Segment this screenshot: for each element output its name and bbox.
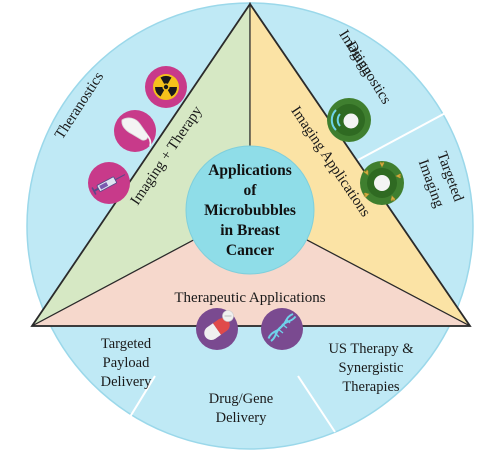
- imaging-microbubble-icon: [327, 98, 371, 142]
- divider-drug-us: [297, 375, 336, 433]
- center-title-line-3: Microbubbles: [204, 202, 296, 219]
- us-therapy-label-2: Synergistic: [339, 360, 404, 376]
- main-triangle-outline: [30, 2, 472, 327]
- center-title-line-4: in Breast: [220, 222, 280, 239]
- center-title-line-5: Cancer: [226, 242, 274, 259]
- drug-gene-label-2: Delivery: [216, 410, 267, 426]
- dna-icon: [261, 308, 303, 350]
- targeted-microbubble-icon: [360, 161, 404, 205]
- therapeutic-applications-label: Therapeutic Applications: [174, 290, 325, 306]
- divider-payload-drug: [121, 375, 156, 431]
- radiation-icon: [145, 66, 187, 108]
- center-title-line-2: of: [244, 182, 258, 199]
- targeted-payload-label-2: Payload: [103, 355, 150, 371]
- center-title-line-1: Applications: [208, 162, 292, 179]
- targeted-payload-label-3: Delivery: [101, 374, 152, 390]
- divider-diagnostics-targeted: [357, 109, 452, 161]
- us-therapy-label-3: Therapies: [342, 379, 400, 395]
- drug-gene-label-1: Drug/Gene: [209, 391, 273, 407]
- pill-capsule-icon: [196, 308, 238, 350]
- center-circle: [185, 145, 315, 275]
- syringe-icon: [88, 162, 130, 204]
- us-therapy-label-1: US Therapy &: [328, 341, 414, 357]
- ultrasound-probe-icon: [114, 110, 156, 152]
- targeted-payload-label-1: Targeted: [101, 336, 152, 352]
